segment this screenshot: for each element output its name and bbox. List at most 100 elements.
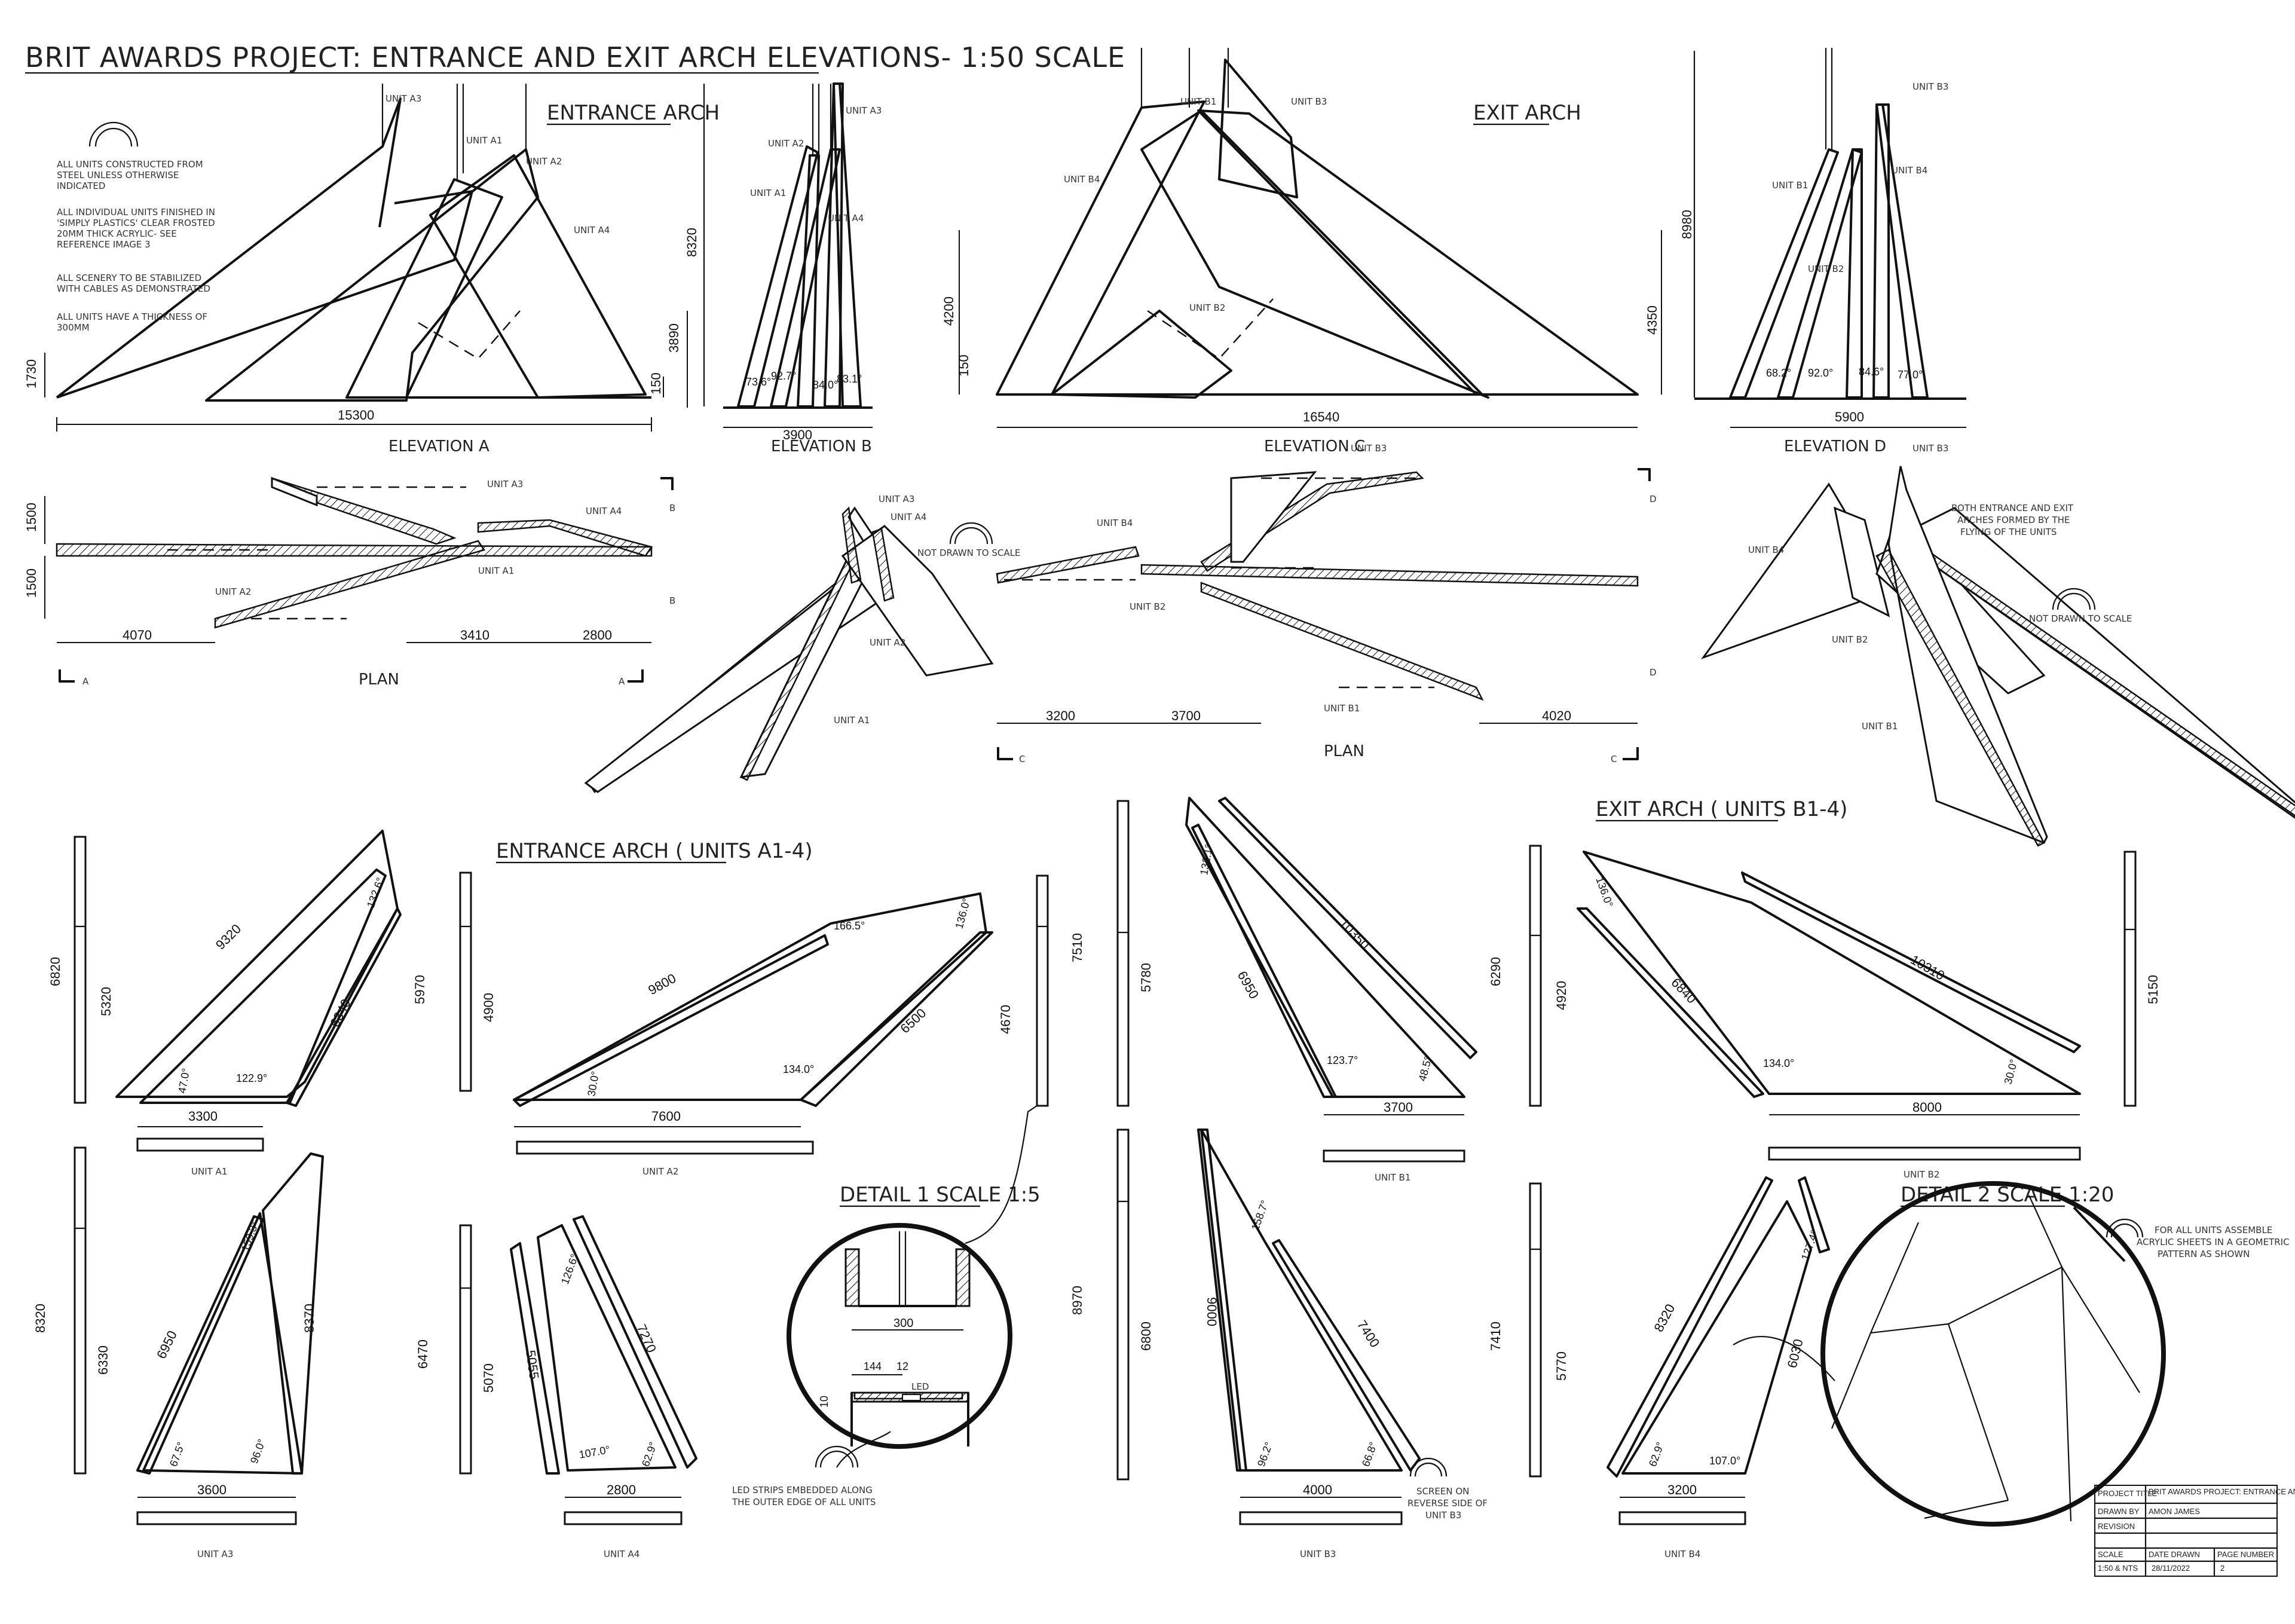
dim-elev-a-150: 150 bbox=[648, 372, 663, 394]
dim-elev-d-h: 8980 bbox=[1679, 210, 1694, 239]
view-label-elevation-d: ELEVATION D bbox=[1784, 438, 1886, 455]
section-mark-c-left: C bbox=[1019, 754, 1025, 764]
unit-a2-drawing: 5970 4900 9800 6500 4670 7600 30.0° 134.… bbox=[412, 871, 1049, 1177]
section-mark-b-bottom: B bbox=[669, 595, 675, 606]
tb-revision-label: REVISION bbox=[2098, 1522, 2135, 1531]
label-plan-a3: UNIT A3 bbox=[487, 479, 523, 490]
note-assemble-3: PATTERN AS SHOWN bbox=[2158, 1249, 2250, 1259]
angle-b-1: 73.6° bbox=[746, 376, 771, 388]
angle-d-4: 77.0° bbox=[1898, 369, 1923, 381]
note-led-2: THE OUTER EDGE OF ALL UNITS bbox=[732, 1497, 876, 1507]
label-unit-b2-c: UNIT B2 bbox=[1189, 302, 1225, 313]
unit-a1-drawing: 6820 5320 9320 6340 3300 47.0° 122.9° 13… bbox=[48, 830, 402, 1177]
unit-b4-drawing: 7410 5770 8320 6030 3200 62.9° 107.0° 12… bbox=[1488, 1176, 1830, 1559]
note-line: STEEL UNLESS OTHERWISE bbox=[57, 170, 179, 181]
dim-b1-h: 7510 bbox=[1070, 933, 1085, 962]
unit-b2-drawing: 6290 4920 10310 6840 5150 8000 136.0° 13… bbox=[1488, 845, 2161, 1180]
note-line: INDICATED bbox=[57, 181, 105, 191]
detail-1: DETAIL 1 SCALE 1:5 300 144 12 10 LED LED… bbox=[732, 1105, 1041, 1507]
elevation-a: UNIT A3 UNIT A1 UNIT A2 UNIT A4 ENTRANCE… bbox=[24, 84, 720, 455]
angle-a4-2: 62.9° bbox=[639, 1441, 659, 1469]
dim-a2-h2: 4900 bbox=[481, 993, 496, 1022]
dim-a3-h: 8320 bbox=[33, 1304, 48, 1333]
note-not-to-scale-a: NOT DRAWN TO SCALE bbox=[917, 548, 1020, 558]
dim-plan-a-4070: 4070 bbox=[123, 628, 152, 643]
label-unit-b2-d: UNIT B2 bbox=[1808, 264, 1844, 274]
dim-a4-base: 2800 bbox=[607, 1482, 636, 1497]
dim-detail-300: 300 bbox=[893, 1317, 913, 1330]
note-screen-1: SCREEN ON bbox=[1416, 1486, 1469, 1497]
label-unit-b3-d: UNIT B3 bbox=[1912, 81, 1948, 92]
caption-unit-b1: UNIT B1 bbox=[1375, 1172, 1410, 1183]
dim-a1-h2: 5320 bbox=[99, 987, 114, 1016]
note-screen-2: REVERSE SIDE OF bbox=[1407, 1498, 1488, 1509]
dim-a2-top: 9800 bbox=[645, 971, 678, 998]
label-plan-b4: UNIT B4 bbox=[1097, 518, 1133, 528]
isometric-entrance: UNIT A3 UNIT A4 UNIT A2 UNIT A1 NOT DRAW… bbox=[584, 494, 1020, 793]
dim-a3-base: 3600 bbox=[197, 1482, 227, 1497]
dim-b2-top: 10310 bbox=[1908, 952, 1947, 983]
note-line: 300MM bbox=[57, 322, 90, 333]
tb-date-label: DATE DRAWN bbox=[2149, 1550, 2200, 1559]
caption-unit-b4: UNIT B4 bbox=[1664, 1549, 1700, 1559]
dim-plan-a-1500b: 1500 bbox=[24, 568, 39, 598]
heading-exit-units: EXIT ARCH ( UNITS B1-4) bbox=[1596, 797, 1847, 821]
dim-b4-h: 7410 bbox=[1488, 1322, 1503, 1351]
dim-b2-base: 8000 bbox=[1912, 1100, 1942, 1115]
tb-drawn-by-label: DRAWN BY bbox=[2098, 1507, 2140, 1516]
unit-a3-drawing: 8320 6330 6950 8370 3600 67.5° 96.0° 159… bbox=[33, 1146, 324, 1559]
angle-a4-3: 126.6° bbox=[559, 1252, 581, 1286]
dim-a1-top: 9320 bbox=[213, 921, 244, 952]
unit-a4-drawing: 6470 5070 5055 7270 2800 107.0° 62.9° 12… bbox=[415, 1215, 697, 1559]
angle-b1-2: 123.7° bbox=[1327, 1054, 1358, 1066]
angle-a1-2: 122.9° bbox=[236, 1072, 267, 1084]
dim-b4-h2: 5770 bbox=[1554, 1351, 1569, 1381]
label-3d-b2: UNIT B2 bbox=[1832, 634, 1868, 645]
dim-b3-r: 7400 bbox=[1354, 1317, 1383, 1350]
dim-a3-r: 8370 bbox=[302, 1304, 317, 1333]
dim-elev-b-h1: 8320 bbox=[684, 228, 699, 257]
tb-drawn-by-value: AMON JAMES bbox=[2149, 1507, 2200, 1516]
tb-project-title-value: BRIT AWARDS PROJECT: ENTRANCE AND EXIT A… bbox=[2149, 1487, 2295, 1496]
caption-unit-a1: UNIT A1 bbox=[191, 1166, 227, 1177]
label-unit-a4-b: UNIT A4 bbox=[828, 213, 864, 224]
unit-b3-drawing: 8970 6800 9000 7400 4000 96.2° 66.8° 158… bbox=[1070, 1128, 1488, 1559]
dim-a3-h2: 6330 bbox=[96, 1345, 111, 1375]
label-plan-b3: UNIT B3 bbox=[1351, 443, 1387, 454]
dim-a2-h: 5970 bbox=[412, 975, 427, 1004]
dim-a3-l: 6950 bbox=[154, 1328, 180, 1361]
label-unit-a3: UNIT A3 bbox=[385, 93, 421, 104]
tb-page-value: 2 bbox=[2220, 1564, 2224, 1573]
dim-elev-d-width: 5900 bbox=[1835, 409, 1864, 424]
label-unit-a1: UNIT A1 bbox=[466, 135, 502, 146]
view-label-elevation-a: ELEVATION A bbox=[388, 438, 489, 455]
angle-b2-2: 134.0° bbox=[1763, 1057, 1794, 1069]
dim-elev-c-h1: 4200 bbox=[941, 296, 956, 326]
note-not-to-scale-b: NOT DRAWN TO SCALE bbox=[2029, 613, 2132, 624]
label-plan-b1: UNIT B1 bbox=[1324, 703, 1360, 714]
note-line: ALL INDIVIDUAL UNITS FINISHED IN bbox=[57, 207, 215, 218]
note-screen-3: UNIT B3 bbox=[1425, 1510, 1461, 1521]
dim-b2-h: 6290 bbox=[1488, 957, 1503, 986]
dim-plan-c-4020: 4020 bbox=[1542, 708, 1571, 723]
dim-a4-h: 6470 bbox=[415, 1339, 430, 1369]
label-unit-b1-c: UNIT B1 bbox=[1180, 96, 1216, 107]
dim-a4-r: 7270 bbox=[634, 1322, 659, 1355]
note-assemble-1: FOR ALL UNITS ASSEMBLE bbox=[2155, 1225, 2272, 1235]
view-label-elevation-c: ELEVATION C bbox=[1264, 438, 1365, 455]
angle-a3-1: 67.5° bbox=[167, 1441, 187, 1469]
heading-entrance-arch: ENTRANCE ARCH bbox=[547, 101, 720, 125]
heading-entrance-units: ENTRANCE ARCH ( UNITS A1-4) bbox=[496, 839, 813, 863]
sheet-title: BRIT AWARDS PROJECT: ENTRANCE AND EXIT A… bbox=[25, 41, 1125, 74]
note-line: 'SIMPLY PLASTICS' CLEAR FROSTED bbox=[57, 218, 215, 228]
dim-elev-a-height: 1730 bbox=[24, 359, 39, 389]
dim-detail-10: 10 bbox=[818, 1396, 830, 1408]
angle-b3-2: 66.8° bbox=[1360, 1441, 1379, 1469]
plan-c: UNIT B3 UNIT B4 UNIT B2 UNIT B1 3200 370… bbox=[996, 443, 1657, 764]
dim-plan-c-3200: 3200 bbox=[1046, 708, 1075, 723]
note-led-1: LED STRIPS EMBEDDED ALONG bbox=[732, 1485, 873, 1495]
dim-b2-h3: 5150 bbox=[2146, 975, 2161, 1004]
elevation-d: UNIT B3 UNIT B1 UNIT B4 UNIT B2 68.2° 92… bbox=[1679, 48, 1966, 455]
dim-elev-c-h3: 4350 bbox=[1645, 305, 1660, 335]
dim-b3-h: 8970 bbox=[1070, 1286, 1085, 1315]
